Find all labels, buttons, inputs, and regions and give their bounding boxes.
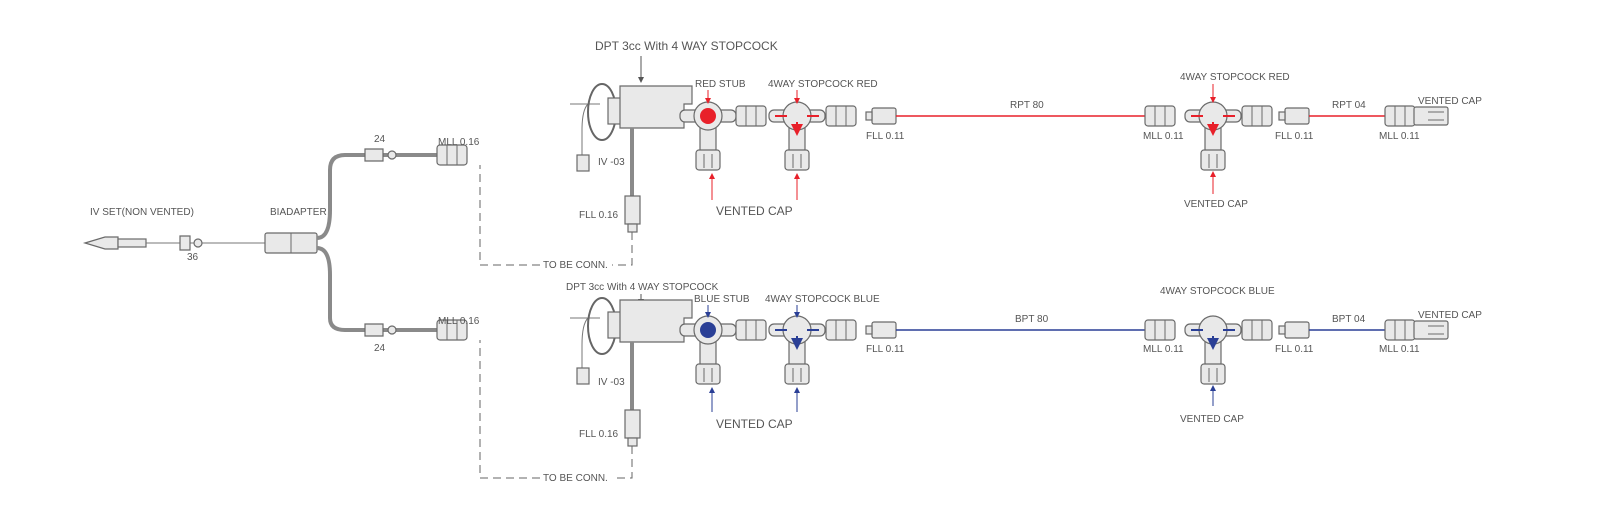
connector [735, 105, 767, 127]
tube-label: BPT 04 [1332, 314, 1366, 325]
upper-length: 24 [374, 134, 386, 145]
dpt-transducer [587, 297, 693, 355]
vented-cap-label: VENTED CAP [1184, 199, 1248, 210]
vented-cap-label: VENTED CAP [716, 417, 793, 431]
iv-label: IV -03 [598, 377, 625, 388]
spike-icon [82, 236, 119, 250]
fll-label: FLL 0.11 [1275, 344, 1314, 355]
lower-mll-label: MLL 0.16 [438, 316, 480, 327]
tube-label: RPT 04 [1332, 100, 1366, 111]
mll-connector [1384, 105, 1416, 127]
iv-set-length: 36 [187, 252, 199, 263]
stopcock-red [768, 101, 826, 171]
vented-cap-label: VENTED CAP [716, 204, 793, 218]
dpt-label: DPT 3cc With 4 WAY STOPCOCK [595, 39, 778, 53]
stopcock-blue [1184, 315, 1242, 385]
dpt-label: DPT 3cc With 4 WAY STOPCOCK [566, 282, 719, 293]
fll-iv-label: FLL 0.16 [579, 210, 619, 221]
fll-label: FLL 0.11 [1275, 131, 1314, 142]
mll-label: MLL 0.11 [1379, 131, 1420, 142]
fll-connector [865, 107, 897, 125]
vented-cap-label: VENTED CAP [1418, 96, 1482, 107]
blue-stub-label: BLUE STUB [694, 294, 750, 305]
cable-connector-icon [576, 154, 590, 172]
connector [1241, 319, 1273, 341]
mll-label: MLL 0.11 [1143, 131, 1184, 142]
upper-branch: 24 MLL 0.16 [364, 134, 480, 166]
fll-iv-label: FLL 0.16 [579, 429, 619, 440]
stopcock-label: 4WAY STOPCOCK RED [1180, 72, 1290, 83]
connector [825, 319, 857, 341]
biadapter: BIADAPTER [264, 153, 440, 332]
iv-label: IV -03 [598, 157, 625, 168]
tube-label: BPT 80 [1015, 314, 1049, 325]
blue-pressure-line: DPT 3cc With 4 WAY STOPCOCK IV -03 FLL 0… [479, 282, 1482, 484]
fll-connector [1278, 107, 1310, 125]
fll-connector [865, 321, 897, 339]
connector [735, 319, 767, 341]
connector [1241, 105, 1273, 127]
mll-label: MLL 0.11 [1379, 344, 1420, 355]
vented-cap-label: VENTED CAP [1180, 414, 1244, 425]
fll-label: FLL 0.11 [866, 131, 905, 142]
fll-connector [1278, 321, 1310, 339]
biadapter-label: BIADAPTER [270, 207, 327, 218]
stopcock-label: 4WAY STOPCOCK RED [768, 79, 878, 90]
mll-connector [436, 144, 468, 166]
fll-label: FLL 0.11 [866, 344, 905, 355]
connector [825, 105, 857, 127]
mll-connector [1144, 105, 1176, 127]
to-be-connected-label: TO BE CONN. [543, 260, 608, 271]
lower-length: 24 [374, 343, 386, 354]
stopcock-label: 4WAY STOPCOCK BLUE [1160, 286, 1275, 297]
tube-label: RPT 80 [1010, 100, 1044, 111]
mll-connector [1384, 319, 1416, 341]
red-stub-icon [700, 108, 716, 124]
dpt-transducer [587, 83, 693, 141]
lower-branch: 24 MLL 0.16 [364, 316, 480, 354]
vented-cap-label: VENTED CAP [1418, 310, 1482, 321]
stopcock-label: 4WAY STOPCOCK BLUE [765, 294, 880, 305]
red-pressure-line: DPT 3cc With 4 WAY STOPCOCK IV -03 FLL 0… [479, 39, 1482, 271]
mll-label: MLL 0.11 [1143, 344, 1184, 355]
roller-clamp-icon [179, 235, 191, 251]
iv-set-label: IV SET(NON VENTED) [90, 207, 194, 218]
vented-cap-icon [1413, 106, 1449, 126]
blue-stub-icon [700, 322, 716, 338]
stopcock-blue [768, 315, 826, 385]
vented-cap-icon [1413, 320, 1449, 340]
iv-set: IV SET(NON VENTED) 36 [82, 207, 265, 263]
stopcock-red [1184, 101, 1242, 171]
mll-connector [1144, 319, 1176, 341]
to-be-connected-label: TO BE CONN. [543, 473, 608, 484]
upper-mll-label: MLL 0.16 [438, 137, 480, 148]
cable-connector-icon [576, 367, 590, 385]
red-stub-label: RED STUB [695, 79, 746, 90]
